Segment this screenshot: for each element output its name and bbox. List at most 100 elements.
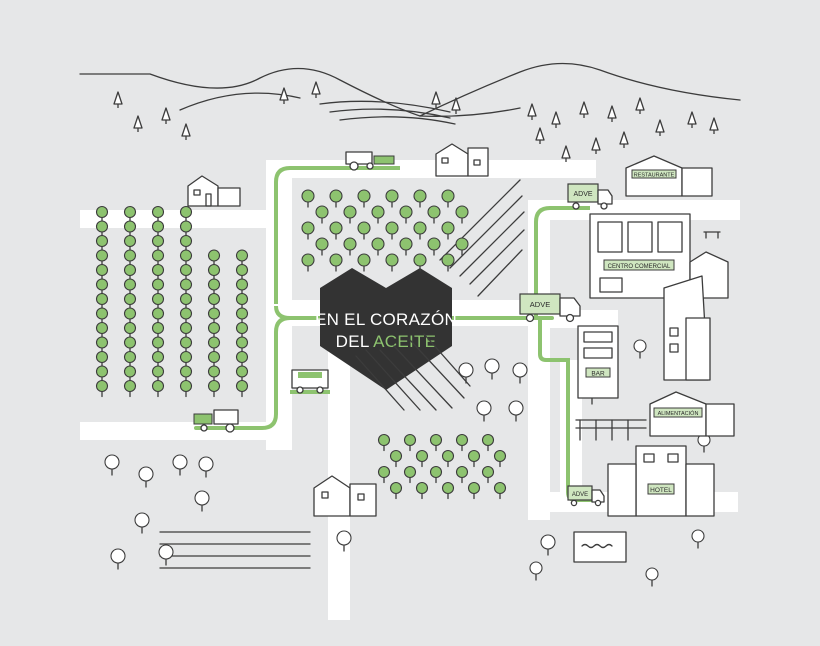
olive-tree [429, 433, 443, 447]
olive-orchard-bottom [377, 433, 507, 500]
tractor-bottom [193, 409, 239, 433]
apartment-tower [663, 275, 711, 381]
olive-tree [207, 321, 221, 335]
olive-tree [207, 365, 221, 378]
olive-tree [455, 237, 469, 251]
olive-tree [151, 234, 165, 248]
olive-tree [455, 205, 469, 219]
olive-tree [151, 307, 165, 320]
olive-tree [151, 263, 165, 277]
white-trees [104, 339, 711, 587]
olive-tree [357, 189, 371, 203]
deciduous-tree [508, 400, 524, 416]
farmhouse-left [187, 175, 241, 207]
olive-tree [415, 449, 429, 463]
olive-tree [151, 365, 165, 378]
olive-tree [123, 379, 137, 393]
olive-tree [377, 433, 391, 447]
olive-tree [377, 465, 391, 479]
olive-tree [95, 278, 109, 291]
trailer-middle [291, 369, 329, 394]
olive-tree [151, 292, 165, 306]
olive-tree [207, 307, 221, 320]
bench [703, 231, 721, 239]
grocery-building [649, 391, 735, 437]
truck-3-label: ADVE [572, 492, 588, 498]
olive-tree [371, 205, 385, 219]
deciduous-tree [104, 454, 120, 470]
olive-tree [123, 220, 137, 233]
deciduous-tree [529, 561, 543, 575]
olive-tree [179, 365, 193, 378]
conifer-tree [535, 127, 545, 144]
olive-tree [207, 249, 221, 262]
shopping-center-sign: CENTRO COMERCIAL [608, 264, 671, 270]
olive-tree [123, 350, 137, 364]
heart-badge [320, 268, 452, 390]
olive-tree [371, 237, 385, 251]
olive-tree [235, 379, 249, 393]
olive-tree [385, 253, 399, 267]
olive-tree [95, 220, 109, 233]
swimming-pool [573, 531, 627, 563]
bar-building [577, 325, 619, 399]
olive-tree [179, 321, 193, 335]
olive-tree [95, 350, 109, 364]
olive-tree [481, 433, 495, 447]
deciduous-tree [512, 362, 528, 378]
olive-tree [329, 253, 343, 267]
olive-tree [151, 350, 165, 364]
olive-tree [315, 237, 329, 251]
conifer-tree [161, 107, 171, 124]
olive-tree [123, 234, 137, 248]
furrows-bottom-left [159, 531, 311, 569]
conifer-tree [311, 81, 321, 98]
olive-tree [455, 433, 469, 447]
olive-tree [389, 481, 403, 495]
olive-tree [151, 205, 165, 219]
olive-tree [357, 253, 371, 267]
headline-line2: DEL ACEITE [336, 332, 437, 351]
olive-orchard-top [301, 189, 469, 272]
olive-tree [123, 249, 137, 262]
olive-tree [343, 237, 357, 251]
olive-tree [413, 189, 427, 203]
olive-tree [329, 221, 343, 235]
olive-tree [385, 221, 399, 235]
olive-tree [427, 237, 441, 251]
deciduous-tree [458, 362, 474, 378]
deciduous-tree [198, 456, 214, 472]
olive-tree [413, 221, 427, 235]
olive-tree [123, 307, 137, 320]
shopping-center [589, 213, 729, 299]
grocery-sign: ALIMENTACIÓN [658, 410, 699, 417]
olive-tree [235, 321, 249, 335]
deciduous-tree [134, 512, 150, 528]
olive-tree [95, 336, 109, 349]
conifer-tree [655, 119, 665, 136]
conifer-tree [527, 103, 537, 120]
olive-tree [95, 205, 109, 219]
olive-tree [399, 237, 413, 251]
olive-tree [123, 278, 137, 291]
olive-tree [235, 249, 249, 262]
deciduous-tree [172, 454, 188, 470]
truck-3 [567, 485, 605, 507]
market-pergola [575, 419, 647, 441]
olive-tree [357, 221, 371, 235]
deciduous-tree [484, 358, 500, 374]
deciduous-tree [138, 466, 154, 482]
olive-tree [95, 307, 109, 320]
farmhouse-top [435, 143, 489, 177]
olive-tree [235, 292, 249, 306]
olive-tree [123, 336, 137, 349]
deciduous-tree [645, 567, 659, 581]
olive-tree [179, 205, 193, 219]
olive-tree [301, 189, 315, 203]
headline-accent: ACEITE [373, 332, 436, 351]
olive-tree [95, 365, 109, 378]
olive-tree [389, 449, 403, 463]
conifer-tree [561, 145, 571, 162]
conifer-tree [181, 123, 191, 140]
